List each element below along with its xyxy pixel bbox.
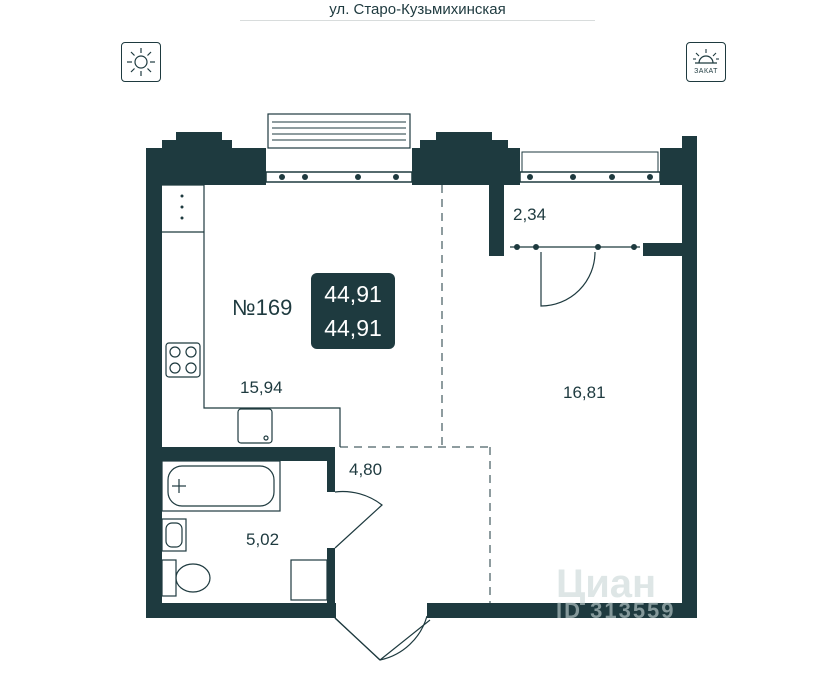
room-area-hall: 4,80 [349,460,383,479]
inner-walls [146,176,697,618]
outer-walls [146,132,697,618]
room-area-living: 16,81 [563,383,606,402]
sink-icon [237,408,273,444]
washbasin-icon [161,518,187,552]
doors [334,251,596,661]
area-badge: 44,91 44,91 [311,273,395,349]
sun-icon [127,48,155,76]
room-area-bathroom: 5,02 [246,530,280,549]
sunset-compass: ЗАКАТ [686,42,726,82]
sunrise-compass [121,42,161,82]
bathtub-icon [161,460,281,512]
living-area: 44,91 [324,315,382,341]
street-divider [240,20,595,21]
sunset-icon [693,49,719,64]
total-area: 44,91 [324,281,382,307]
room-area-kitchen: 15,94 [240,378,283,397]
windows [265,113,661,248]
zone-dividers [340,185,491,603]
vent-marks [180,194,184,220]
watermark-id: ID 313559 [556,598,676,623]
kitchen-counter [162,184,341,447]
stove-icon [165,342,201,378]
window-hinges [279,174,653,250]
sunset-label: ЗАКАТ [694,68,718,75]
washing-machine-icon [290,559,328,601]
apartment-number: №169 [232,295,293,320]
street-name: ул. Старо-Кузьмихинская [329,1,506,18]
room-area-balcony: 2,34 [513,205,547,224]
watermark-brand: Циан [556,562,657,606]
toilet-icon [161,559,211,597]
